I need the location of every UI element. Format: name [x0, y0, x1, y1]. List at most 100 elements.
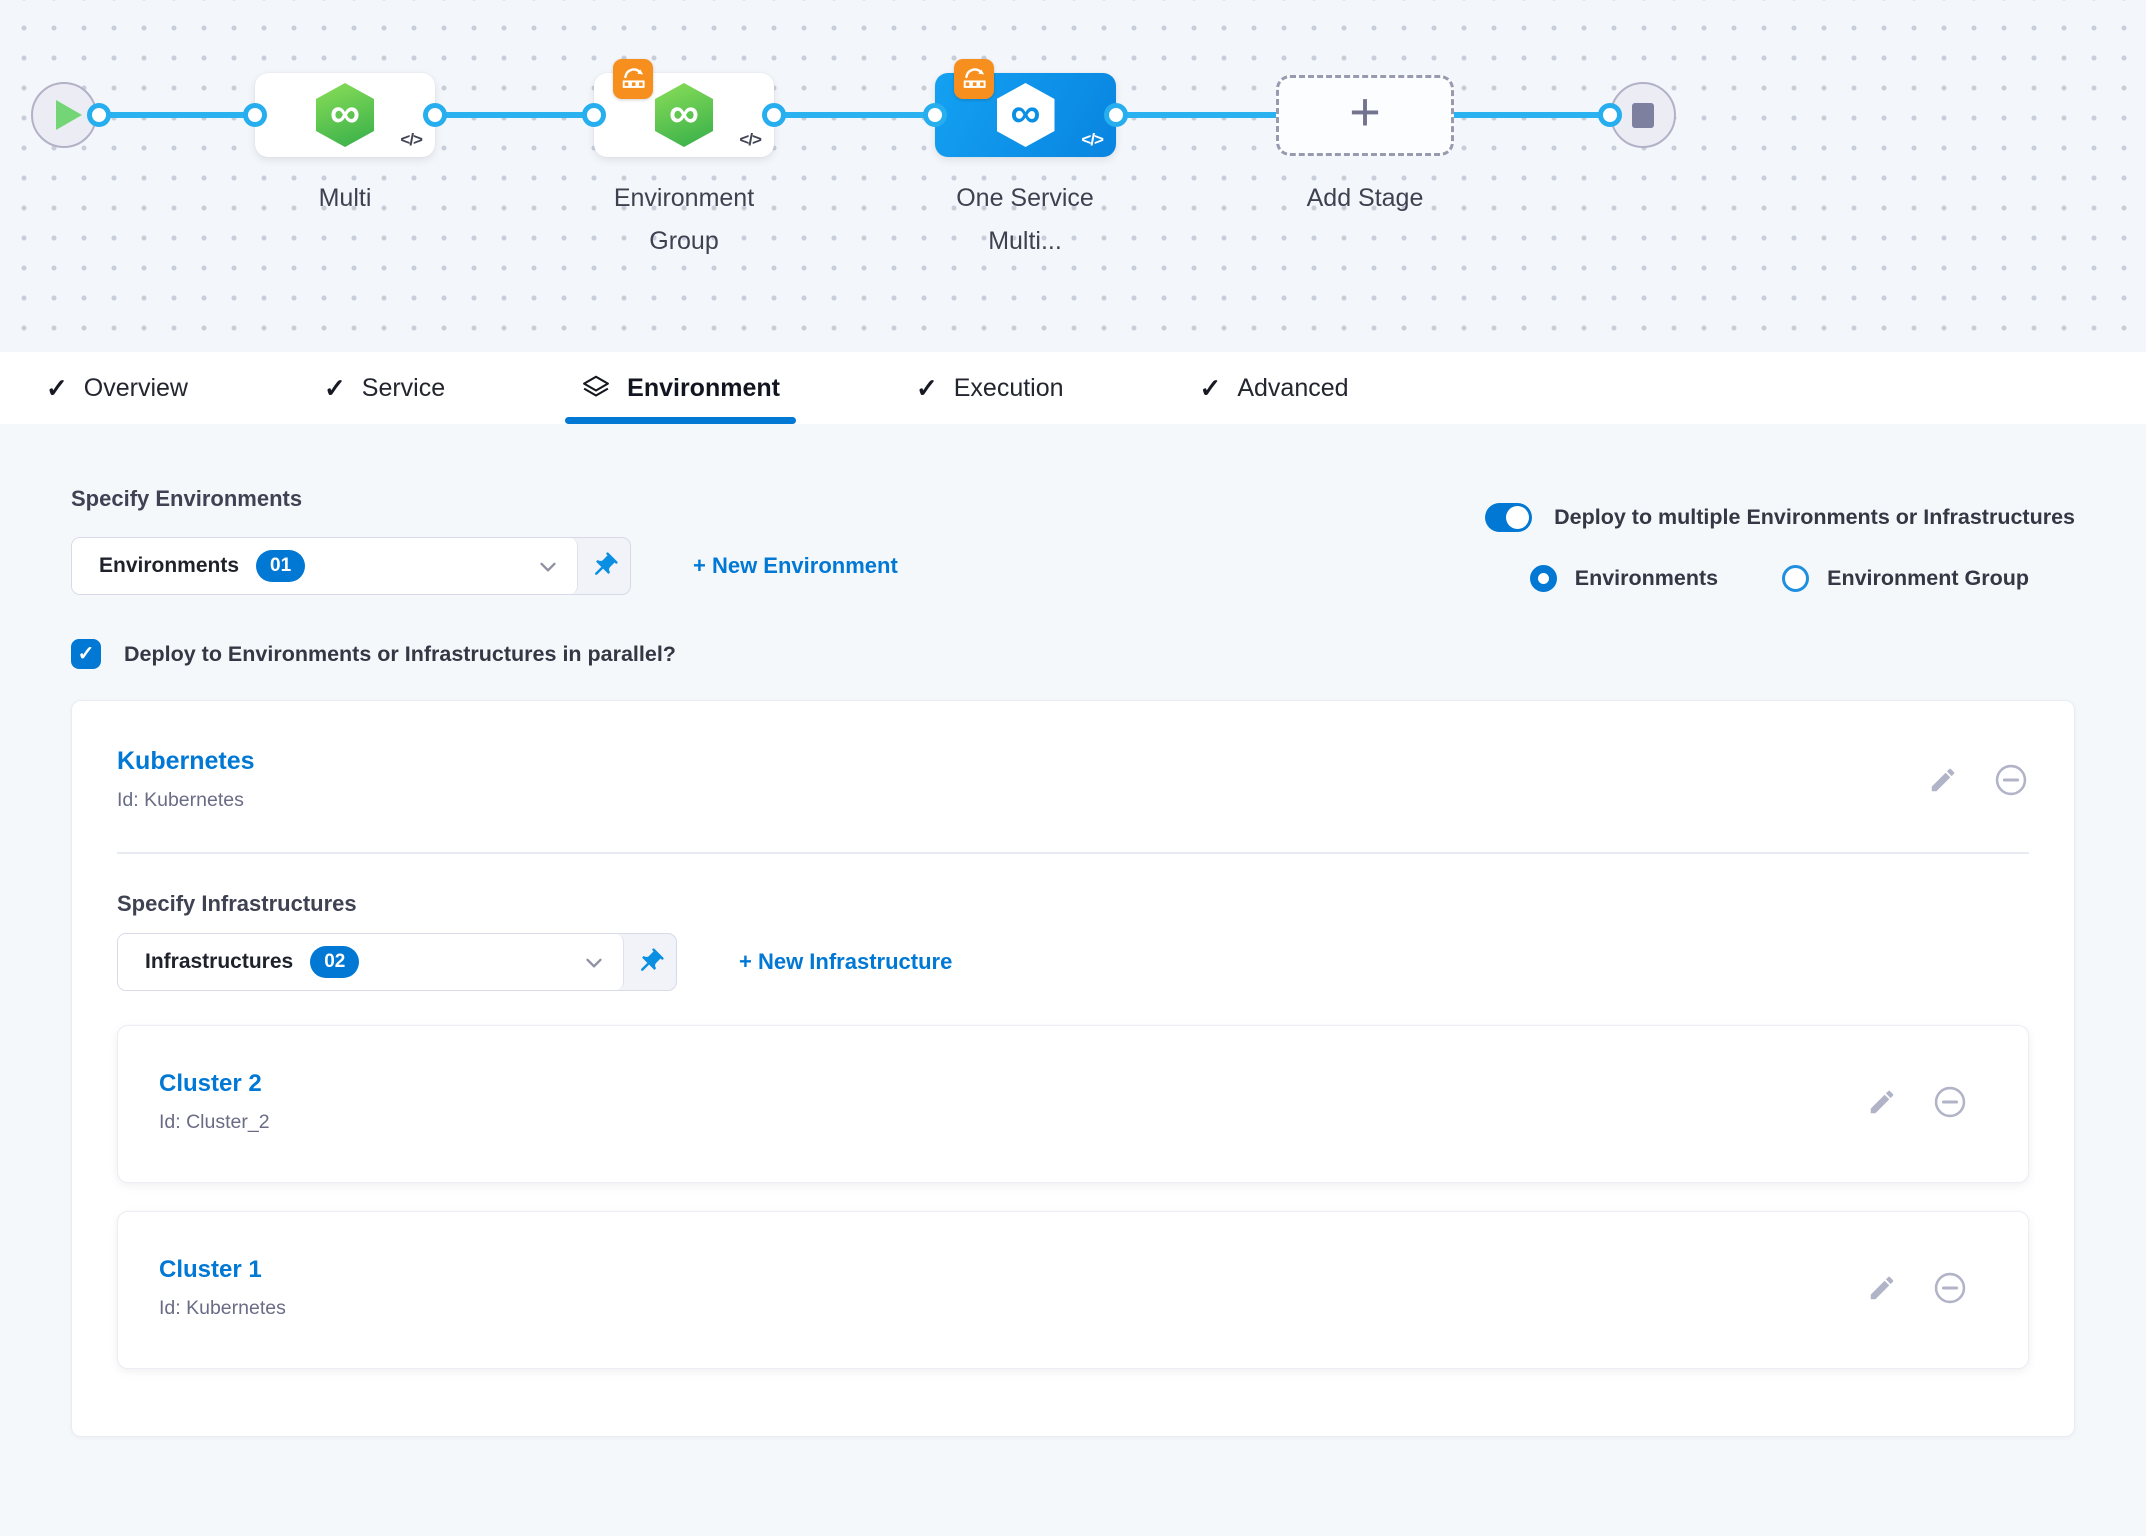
infrastructure-identity: Cluster 2 Id: Cluster_2 — [159, 1070, 270, 1134]
pencil-icon — [1870, 1276, 1894, 1300]
remove-infrastructure-button[interactable] — [1932, 1270, 1968, 1306]
add-stage-button[interactable]: + — [1276, 75, 1454, 156]
specify-environments-block: Specify Environments Environments 01 — [71, 486, 898, 595]
rolling-deploy-glyph — [622, 67, 645, 88]
environment-id-text: Id: Kubernetes — [117, 789, 244, 811]
infrastructure-name-link[interactable]: Cluster 1 — [159, 1256, 262, 1283]
check-icon: ✓ — [46, 372, 68, 403]
check-icon: ✓ — [77, 643, 95, 665]
stage-node-environment-group[interactable]: ∞ </> — [594, 73, 774, 157]
pipeline-stage-studio: ∞ </> ∞ </> ∞ </> — [0, 0, 2146, 1437]
pencil-icon — [1931, 768, 1955, 791]
card-divider — [117, 852, 2029, 854]
environments-dropdown-value: Environments — [99, 554, 240, 577]
service-hexagon-icon: ∞ — [316, 83, 374, 147]
service-hexagon-icon: ∞ — [655, 83, 713, 147]
infinity-icon: ∞ — [669, 88, 699, 136]
radio-environment-group-label: Environment Group — [1827, 566, 2029, 590]
stage-node-one-service-multi-selected[interactable]: ∞ </> — [935, 73, 1116, 157]
tab-label: Environment — [627, 373, 780, 402]
infrastructure-name-link[interactable]: Cluster 2 — [159, 1070, 262, 1097]
remove-infrastructure-button[interactable] — [1932, 1084, 1968, 1120]
infinity-icon: ∞ — [1010, 88, 1041, 136]
parallel-deploy-checkbox[interactable]: ✓ — [71, 639, 101, 669]
tab-service[interactable]: ✓ Service — [324, 352, 445, 424]
infrastructures-dropdown-value-area[interactable]: Infrastructures 02 — [118, 934, 624, 990]
stage-label-multi: Multi — [318, 184, 372, 212]
tab-overview[interactable]: ✓ Overview — [46, 352, 188, 424]
connector-port — [1598, 103, 1622, 127]
connector-port — [582, 103, 606, 127]
pipeline-canvas[interactable]: ∞ </> ∞ </> ∞ </> — [0, 0, 2146, 352]
new-infrastructure-link[interactable]: + New Infrastructure — [739, 949, 953, 974]
environment-card-kubernetes: Kubernetes Id: Kubernetes — [71, 700, 2075, 1437]
environment-identity: Kubernetes Id: Kubernetes — [117, 747, 255, 812]
edit-infrastructure-button[interactable] — [1867, 1087, 1897, 1117]
edit-infrastructure-button[interactable] — [1867, 1273, 1897, 1303]
radio-environments[interactable]: Environments — [1529, 565, 1719, 592]
infrastructure-id-text: Id: Cluster_2 — [159, 1111, 270, 1133]
tab-execution[interactable]: ✓ Execution — [916, 352, 1064, 424]
infrastructures-dropdown[interactable]: Infrastructures 02 — [117, 933, 677, 991]
pin-infrastructures-button[interactable] — [624, 934, 676, 990]
stage-node-multi[interactable]: ∞ </> — [255, 73, 435, 157]
deploy-multiple-toggle-label: Deploy to multiple Environments or Infra… — [1554, 505, 2075, 529]
deploy-multiple-toggle-row[interactable]: Deploy to multiple Environments or Infra… — [1485, 503, 2075, 532]
stage-config-tabbar: ✓ Overview ✓ Service Environment ✓ Execu… — [0, 352, 2146, 424]
tab-label: Service — [361, 373, 446, 402]
pin-environments-button[interactable] — [578, 538, 630, 594]
infrastructures-dropdown-value: Infrastructures — [145, 950, 294, 973]
tab-label: Overview — [83, 373, 188, 402]
tab-label: Execution — [953, 373, 1064, 402]
infrastructure-identity: Cluster 1 Id: Kubernetes — [159, 1256, 286, 1320]
connector-port — [423, 103, 447, 127]
parallel-deploy-row: ✓ Deploy to Environments or Infrastructu… — [71, 639, 2075, 669]
scope-radio-group: Environments Environment Group — [1466, 565, 2029, 592]
toggle-knob — [1506, 506, 1530, 529]
infrastructure-card-cluster-2: Cluster 2 Id: Cluster_2 — [117, 1025, 2029, 1183]
rolling-deploy-glyph — [963, 67, 986, 88]
parallel-deploy-label: Deploy to Environments or Infrastructure… — [124, 641, 676, 666]
environments-dropdown-value-area[interactable]: Environments 01 — [72, 538, 578, 594]
radio-checked-icon[interactable] — [1529, 565, 1557, 592]
check-icon: ✓ — [1199, 372, 1222, 403]
environment-tab-panel: Specify Environments Environments 01 — [0, 424, 2146, 1437]
connector-port — [87, 103, 111, 127]
pushpin-icon — [595, 552, 618, 575]
stage-label-one-service: One Service Multi... — [956, 184, 1094, 255]
pipeline-start-node — [31, 82, 97, 148]
remove-environment-button[interactable] — [1993, 762, 2029, 798]
yaml-code-icon: </> — [739, 130, 762, 149]
chevron-down-icon — [535, 553, 561, 579]
specify-environments-label: Specify Environments — [71, 486, 303, 511]
pipeline-connector-line — [99, 112, 1610, 118]
play-icon — [55, 100, 82, 130]
deploy-scope-controls: Deploy to multiple Environments or Infra… — [1466, 486, 2075, 592]
edit-environment-button[interactable] — [1928, 765, 1958, 795]
environments-dropdown[interactable]: Environments 01 — [71, 537, 631, 595]
stop-icon — [1632, 102, 1654, 128]
minus-circle-icon — [1934, 1086, 1966, 1118]
add-stage-label: Add Stage — [1306, 184, 1424, 212]
rolling-deploy-badge-icon — [613, 59, 653, 99]
new-environment-link[interactable]: + New Environment — [693, 553, 898, 578]
infinity-icon: ∞ — [330, 88, 360, 136]
radio-environment-group[interactable]: Environment Group — [1782, 565, 2029, 592]
yaml-code-icon: </> — [400, 130, 423, 149]
plus-icon: + — [1349, 81, 1381, 142]
pushpin-icon — [641, 948, 664, 971]
specify-infrastructures-label: Specify Infrastructures — [117, 891, 357, 916]
tab-advanced[interactable]: ✓ Advanced — [1200, 352, 1349, 424]
check-icon: ✓ — [323, 372, 346, 403]
radio-unchecked-icon[interactable] — [1782, 565, 1810, 592]
check-icon: ✓ — [915, 372, 938, 403]
infrastructure-id-text: Id: Kubernetes — [159, 1297, 286, 1319]
radio-environments-label: Environments — [1574, 566, 1719, 590]
minus-circle-icon — [1995, 764, 2027, 795]
chevron-down-icon — [581, 949, 607, 975]
tab-environment[interactable]: Environment — [565, 352, 796, 424]
pencil-icon — [1870, 1090, 1894, 1114]
environment-name-link[interactable]: Kubernetes — [117, 747, 255, 775]
connector-port — [762, 103, 786, 127]
deploy-multiple-toggle[interactable] — [1485, 503, 1533, 532]
